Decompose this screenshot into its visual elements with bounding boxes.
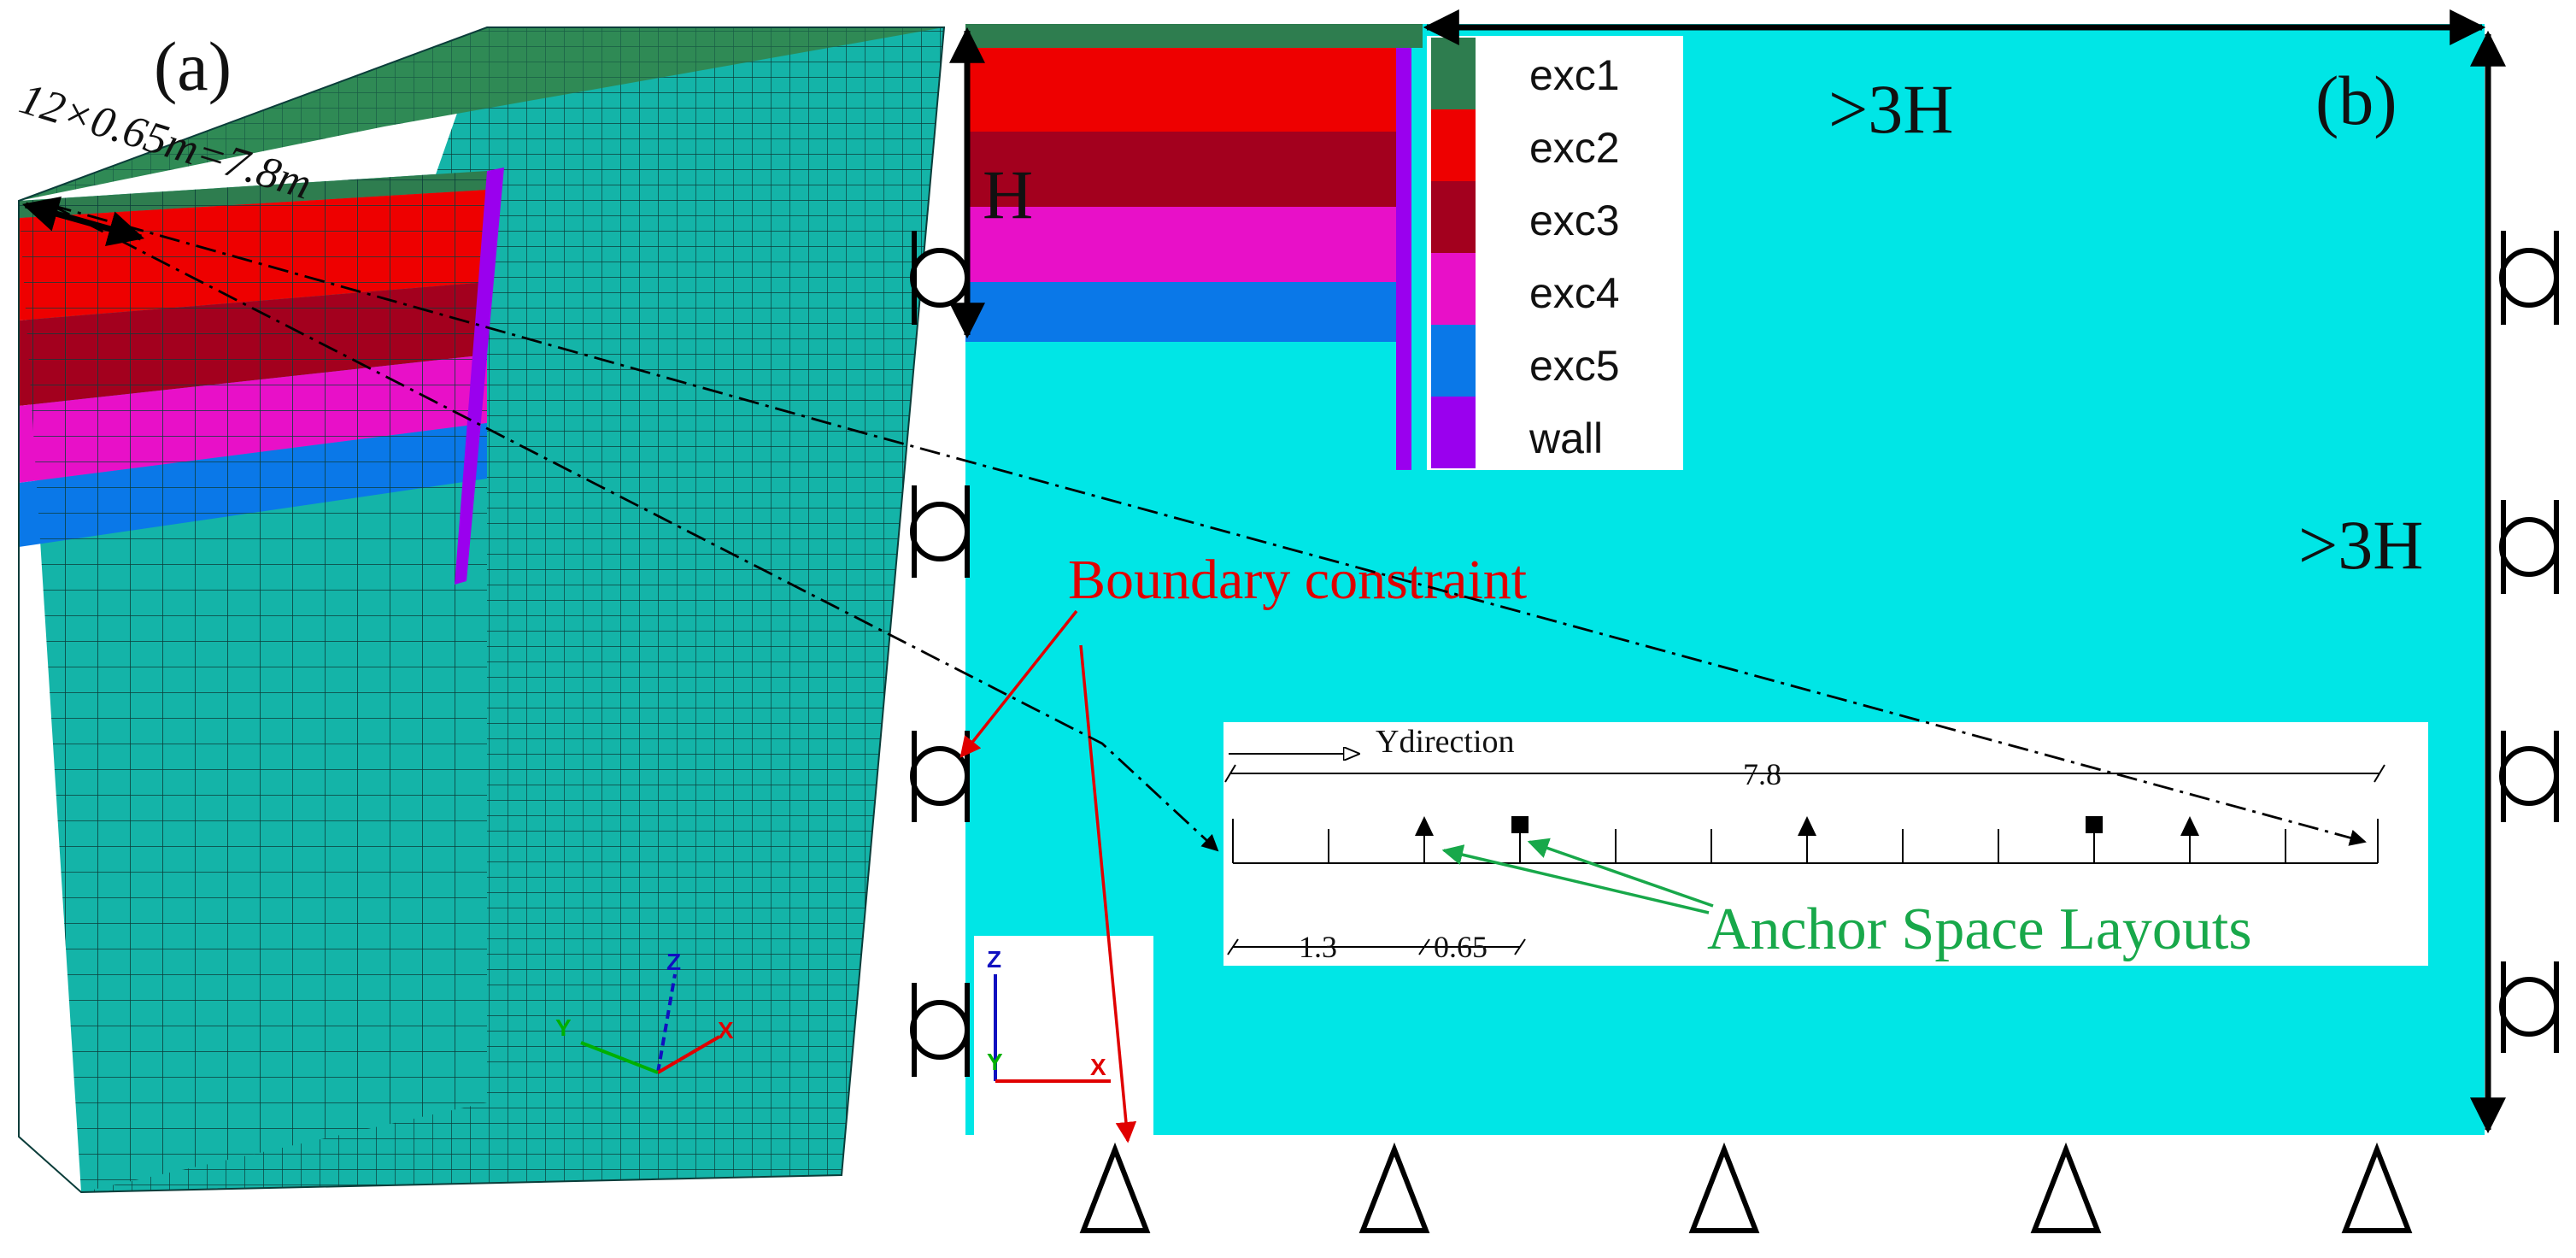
- anchor-squares: [1511, 816, 2103, 833]
- roller-support-left: [910, 731, 970, 822]
- panel-a-label: (a): [154, 27, 232, 105]
- legend-item: exc3: [1431, 181, 1620, 253]
- dim-1-label: 1.3: [1299, 930, 1337, 964]
- legend-item: exc4: [1431, 253, 1620, 325]
- anchor-pointer-1: [1441, 844, 1710, 914]
- pin-support: [1688, 1142, 1760, 1233]
- legend-label: exc3: [1529, 197, 1620, 244]
- roller-support-right: [2499, 961, 2559, 1053]
- anchor-square: [1511, 816, 1529, 833]
- pin-support: [1358, 1142, 1430, 1233]
- anchor-label: Anchor Space Layouts: [1707, 896, 2252, 962]
- roller-support-right: [2499, 731, 2559, 822]
- panel-a: 12×0.65m=7.8m (a) Z X Y: [14, 26, 946, 1194]
- legend-label: exc1: [1529, 51, 1620, 99]
- axis-z-label-b: Z: [987, 946, 1001, 973]
- section-layer-exc3: [965, 132, 1396, 207]
- projection-line-lower: [50, 203, 1219, 852]
- dimension-arrow-a: [21, 197, 145, 246]
- total-length-label: 7.8: [1743, 757, 1781, 791]
- width-label: >3H: [1828, 70, 1953, 148]
- section-layer-exc5: [965, 282, 1396, 342]
- roller-support-left: [910, 485, 970, 578]
- boundary-pointer-left: [959, 609, 1078, 758]
- legend-swatch-exc2: [1431, 109, 1476, 181]
- pin-support: [2030, 1142, 2102, 1233]
- legend-swatch-exc1: [1431, 38, 1476, 109]
- anchor-triangle: [1798, 816, 1816, 836]
- axis-x-label-b: X: [1090, 1054, 1106, 1080]
- axis-y-label-a: Y: [555, 1014, 572, 1041]
- right-roller-supports: [2499, 231, 2559, 1053]
- pin-support: [1079, 1142, 1151, 1233]
- anchor-triangle: [1415, 816, 1434, 836]
- projection-line-upper: [50, 203, 2367, 846]
- left-roller-supports: [910, 231, 970, 1077]
- legend-label: wall: [1529, 414, 1603, 462]
- axis-triad-b: Z Y X: [987, 946, 1111, 1083]
- axis-z-label-a: Z: [666, 949, 681, 975]
- direction-label: Ydirection: [1376, 724, 1515, 760]
- legend: exc1 exc2 exc3 exc4 exc5 wall: [1431, 38, 1620, 468]
- boundary-constraint-label: Boundary constraint: [1068, 549, 1527, 611]
- section-wall: [1396, 48, 1411, 470]
- section-layer-exc2: [965, 48, 1396, 132]
- anchor-square: [2086, 816, 2103, 833]
- axis-x-label-a: X: [718, 1017, 734, 1043]
- legend-swatch-exc5: [1431, 325, 1476, 397]
- anchor-triangles: [1415, 816, 2199, 836]
- legend-swatch-wall: [1431, 397, 1476, 468]
- legend-item: exc5: [1431, 325, 1620, 397]
- dim-2-label: 0.65: [1434, 930, 1488, 964]
- legend-item: exc2: [1431, 109, 1620, 181]
- roller-support-right: [2499, 500, 2559, 594]
- boundary-pointer-bottom: [1079, 644, 1137, 1143]
- legend-swatch-exc3: [1431, 181, 1476, 253]
- roller-support-left: [910, 231, 970, 325]
- legend-label: exc5: [1529, 342, 1620, 390]
- section-layer-exc4: [965, 207, 1396, 282]
- panel-b-label: (b): [2315, 62, 2397, 139]
- legend-label: exc2: [1529, 124, 1620, 172]
- legend-swatch-exc4: [1431, 253, 1476, 325]
- legend-label: exc4: [1529, 269, 1620, 317]
- axis-y-label-b: Y: [987, 1049, 1003, 1075]
- axis-triad-a: Z X Y: [555, 949, 734, 1074]
- pin-support: [2341, 1142, 2413, 1233]
- height-label: >3H: [2298, 506, 2423, 584]
- anchor-triangle: [2180, 816, 2199, 836]
- roller-support-left: [910, 983, 970, 1077]
- roller-support-right: [2499, 231, 2559, 325]
- anchor-pointer-2: [1527, 838, 1714, 908]
- mesh-wall: [455, 168, 504, 585]
- anchor-inset-content: Ydirection 7.8: [1224, 724, 2385, 964]
- section-layer-exc1: [965, 24, 1423, 48]
- panel-b: exc1 exc2 exc3 exc4 exc5 wall: [50, 9, 2559, 1233]
- legend-item: wall: [1431, 397, 1603, 468]
- bottom-pin-supports: [1079, 1142, 2413, 1233]
- depth-label: H: [983, 156, 1033, 233]
- legend-item: exc1: [1431, 38, 1620, 109]
